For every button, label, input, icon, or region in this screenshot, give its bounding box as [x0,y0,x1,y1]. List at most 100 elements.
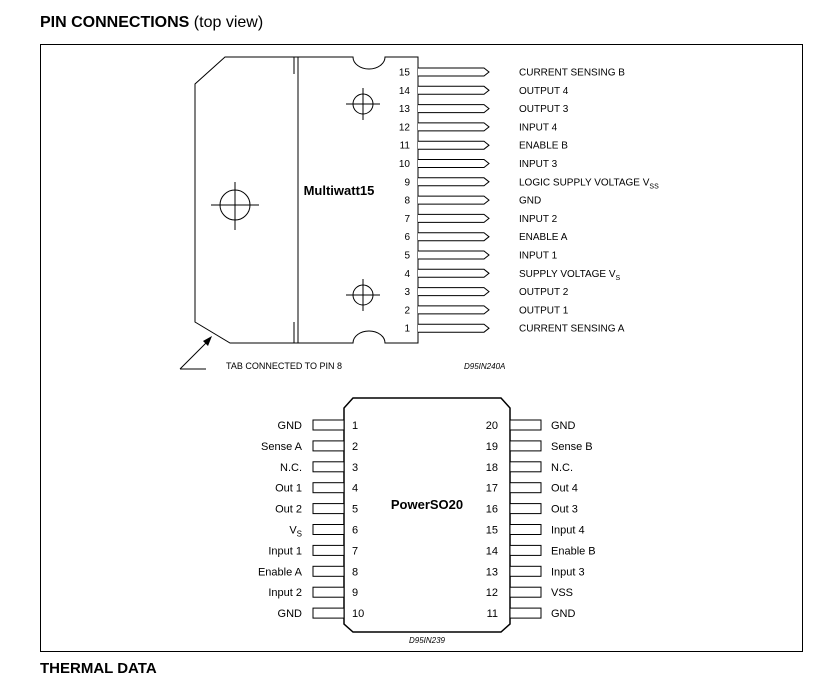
powerso20-body [343,397,511,633]
powerso-pin-label: N.C. [551,462,573,474]
multiwatt-pin: 3 OUTPUT 2 [404,287,569,298]
powerso-pin-label: Input 2 [268,587,302,599]
powerso-lead [509,544,542,556]
multiwatt-lead [418,85,490,95]
powerso-pin-number: 16 [486,504,498,516]
multiwatt-body [297,56,419,344]
powerso-pin-number: 12 [486,587,498,599]
tab-note: TAB CONNECTED TO PIN 8 [226,361,342,371]
powerso-pin-number: 15 [486,525,498,537]
multiwatt-pin-label: OUTPUT 2 [519,287,569,298]
multiwatt-pin-number: 1 [404,324,410,335]
powerso-lead [509,440,542,452]
powerso-pin-number: 5 [352,504,358,516]
multiwatt-pin-number: 12 [399,122,411,133]
powerso-pin-label: Enable B [551,545,596,557]
multiwatt-lead [418,323,490,333]
powerso-lead [312,607,345,619]
powerso-lead [509,419,542,431]
multiwatt-pin-number: 5 [404,251,410,262]
powerso-lead [312,482,345,494]
multiwatt-pin-label: CURRENT SENSING A [519,324,625,335]
powerso-lead [509,461,542,473]
powerso-pin-number: 9 [352,587,358,599]
multiwatt-pin-label: INPUT 3 [519,159,558,170]
powerso-pin-number: 17 [486,483,498,495]
multiwatt-lead [418,140,490,150]
tab-arrow-head-icon [203,336,212,346]
powerso-pin-number: 18 [486,462,498,474]
powerso-lead [312,461,345,473]
powerso-pin-label: GND [278,608,303,620]
powerso-pin-number: 3 [352,462,358,474]
multiwatt-pin-label: INPUT 1 [519,251,558,262]
multiwatt-pin-number: 2 [404,305,410,316]
powerso-pin-label: Sense B [551,441,593,453]
multiwatt-pin-label: ENABLE B [519,141,568,152]
section-title-main: PIN CONNECTIONS [40,14,190,31]
powerso-lead [312,503,345,515]
multiwatt-pin-label: OUTPUT 4 [519,86,569,97]
multiwatt-pin-label: OUTPUT 3 [519,104,569,115]
multiwatt-pin-label: ENABLE A [519,232,568,243]
multiwatt-drawing-code: D95IN240A [464,362,505,371]
powerso-pin-number: 13 [486,566,498,578]
multiwatt-lead [418,287,490,297]
multiwatt-lead [418,195,490,205]
multiwatt-pin: 6 ENABLE A [404,232,567,243]
powerso-pin-label: Out 1 [275,483,302,495]
powerso-lead [509,503,542,515]
multiwatt-lead [418,268,490,278]
multiwatt15-package [179,56,419,370]
multiwatt-pin-label: INPUT 4 [519,122,558,133]
powerso-pin-label: Input 1 [268,545,302,557]
multiwatt-pin-number: 8 [404,196,410,207]
powerso-left-pin: 10 GND [278,607,364,620]
powerso-lead [312,586,345,598]
multiwatt-pin-label: GND [519,196,541,207]
powerso-pin-number: 20 [486,420,498,432]
powerso-pin-number: 10 [352,608,364,620]
powerso-pin-number: 6 [352,525,358,537]
multiwatt-lead [418,177,490,187]
powerso-pin-label: Out 2 [275,504,302,516]
powerso-pin-label: GND [278,420,303,432]
powerso-pin-label: Enable A [258,566,303,578]
section-title-sub: (top view) [193,14,264,31]
powerso-pin-label: Input 3 [551,566,585,578]
powerso-left-pin: 1 GND [278,419,358,432]
multiwatt-pin-number: 11 [400,141,411,152]
powerso-lead [312,565,345,577]
powerso-pin-label: VSS [551,587,573,599]
powerso-left-pin: 9 Input 2 [268,586,358,599]
multiwatt-pin-number: 6 [404,232,410,243]
powerso-left-pin: 5 Out 2 [275,503,358,516]
powerso-pin-label: Input 4 [551,525,585,537]
multiwatt-lead [418,232,490,242]
multiwatt-pin: 12 INPUT 4 [399,122,558,133]
multiwatt-pin-number: 3 [404,287,410,298]
powerso-right-pin: 12 VSS [486,586,573,599]
multiwatt-pin-label: CURRENT SENSING B [519,68,625,79]
powerso-lead [509,565,542,577]
multiwatt-pin-number: 9 [404,177,410,188]
next-section-title: THERMAL DATA [40,660,157,677]
powerso-pin-number: 1 [352,420,358,432]
multiwatt-pin-label: SUPPLY VOLTAGE VS [519,269,621,282]
powerso-package-name: PowerSO20 [391,497,463,512]
